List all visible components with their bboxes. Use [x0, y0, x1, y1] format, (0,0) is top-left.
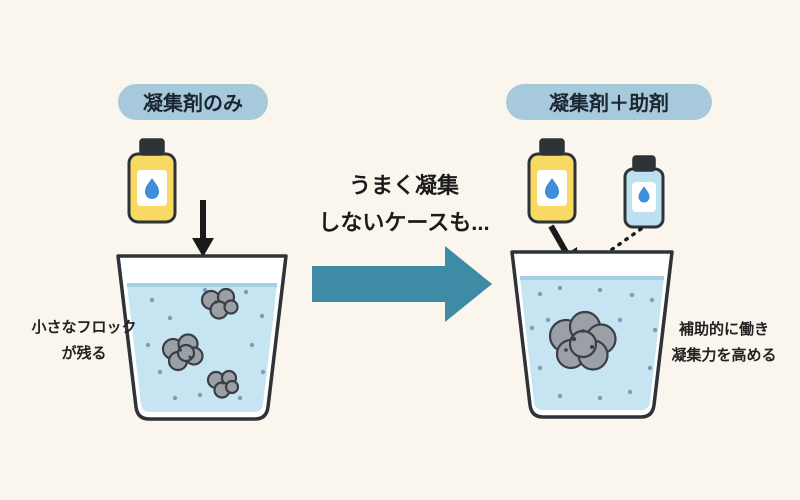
floc-cluster: [548, 310, 617, 371]
droplet-icon: [145, 178, 159, 199]
bottle-cap: [139, 138, 165, 156]
right-beaker: [510, 250, 674, 419]
floc-cluster: [206, 369, 240, 399]
left-caption: 小さなフロック が残る: [31, 319, 136, 362]
left-badge-label: 凝集剤のみ: [143, 91, 243, 115]
left-caption-line2: が残る: [61, 344, 106, 362]
droplet-icon: [545, 178, 559, 199]
coagulant-bottle-icon: [527, 138, 577, 224]
right-badge-pill: [506, 84, 712, 120]
left-badge: 凝集剤のみ: [118, 84, 268, 120]
left-beaker: [116, 254, 288, 421]
coagulant-bottle-icon: [127, 138, 177, 224]
left-badge-pill: [118, 84, 268, 120]
water: [127, 285, 277, 412]
right-badge: 凝集剤＋助剤: [506, 84, 712, 120]
right-caption-line1: 補助的に働き: [678, 320, 769, 338]
water-particles: [529, 285, 658, 401]
droplet-icon: [638, 186, 650, 203]
right-caption-line2: 凝集力を高める: [671, 346, 776, 364]
right-panel: 凝集剤＋助剤: [506, 84, 777, 419]
right-caption: 補助的に働き 凝集力を高める: [671, 320, 776, 364]
center-section: うまく凝集 しないケースも...: [312, 173, 492, 322]
center-note-line1: うまく凝集: [349, 173, 460, 198]
left-caption-line1: 小さなフロック: [31, 319, 136, 336]
left-panel: 凝集剤のみ: [31, 84, 288, 421]
down-arrow-icon: [192, 200, 214, 257]
center-note-line2: しないケースも...: [318, 210, 489, 235]
right-badge-label: 凝集剤＋助剤: [549, 91, 669, 115]
water-particles: [145, 287, 266, 401]
bottle-cap: [632, 155, 656, 172]
floc-cluster: [161, 333, 204, 372]
aid-bottle-icon: [623, 155, 665, 229]
right-arrow-icon: [312, 246, 492, 322]
floc-cluster: [200, 287, 239, 320]
bottle-cap: [539, 138, 565, 156]
